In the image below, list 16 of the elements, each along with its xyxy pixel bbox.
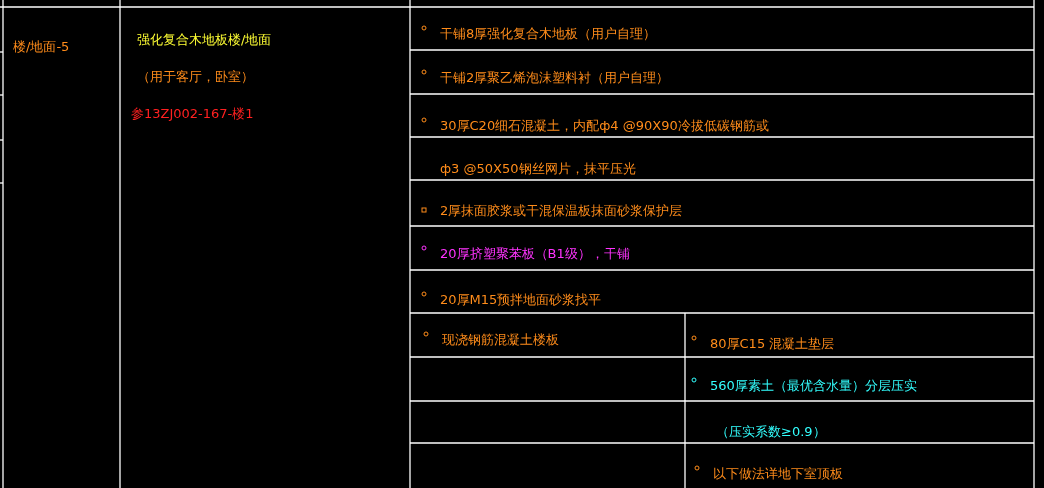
spec-text: 以下做法详地下室顶板 xyxy=(713,466,843,482)
row-label: 楼/地面-5 xyxy=(13,39,70,55)
spec-text: 80厚C15 混凝土垫层 xyxy=(710,336,835,352)
spec-text: ф3 @50X50钢丝网片，抹平压光 xyxy=(440,161,636,177)
spec-text: （用于客厅，卧室） xyxy=(137,69,254,85)
floor-type-heading: 强化复合木地板楼/地面 xyxy=(137,32,272,48)
spec-text: 2厚抹面胶浆或干混保温板抹面砂浆保护层 xyxy=(440,203,683,219)
spec-text: 20厚M15预拌地面砂浆找平 xyxy=(440,292,602,308)
spec-text: 干铺2厚聚乙烯泡沫塑料衬（用户自理） xyxy=(440,70,670,86)
spec-text: 560厚素土（最优含水量）分层压实 xyxy=(710,378,917,394)
spec-text: 干铺8厚强化复合木地板（用户自理） xyxy=(440,26,657,42)
spec-text: 30厚C20细石混凝土，内配ф4 @90X90冷拔低碳钢筋或 xyxy=(440,118,769,134)
spec-text: （压实系数≥0.9） xyxy=(716,424,826,440)
spec-text: 20厚挤塑聚苯板（B1级），干铺 xyxy=(440,246,630,262)
spec-text: 现浇钢筋混凝土楼板 xyxy=(442,332,559,348)
reference-code: 参13ZJ002-167-楼1 xyxy=(131,106,254,122)
